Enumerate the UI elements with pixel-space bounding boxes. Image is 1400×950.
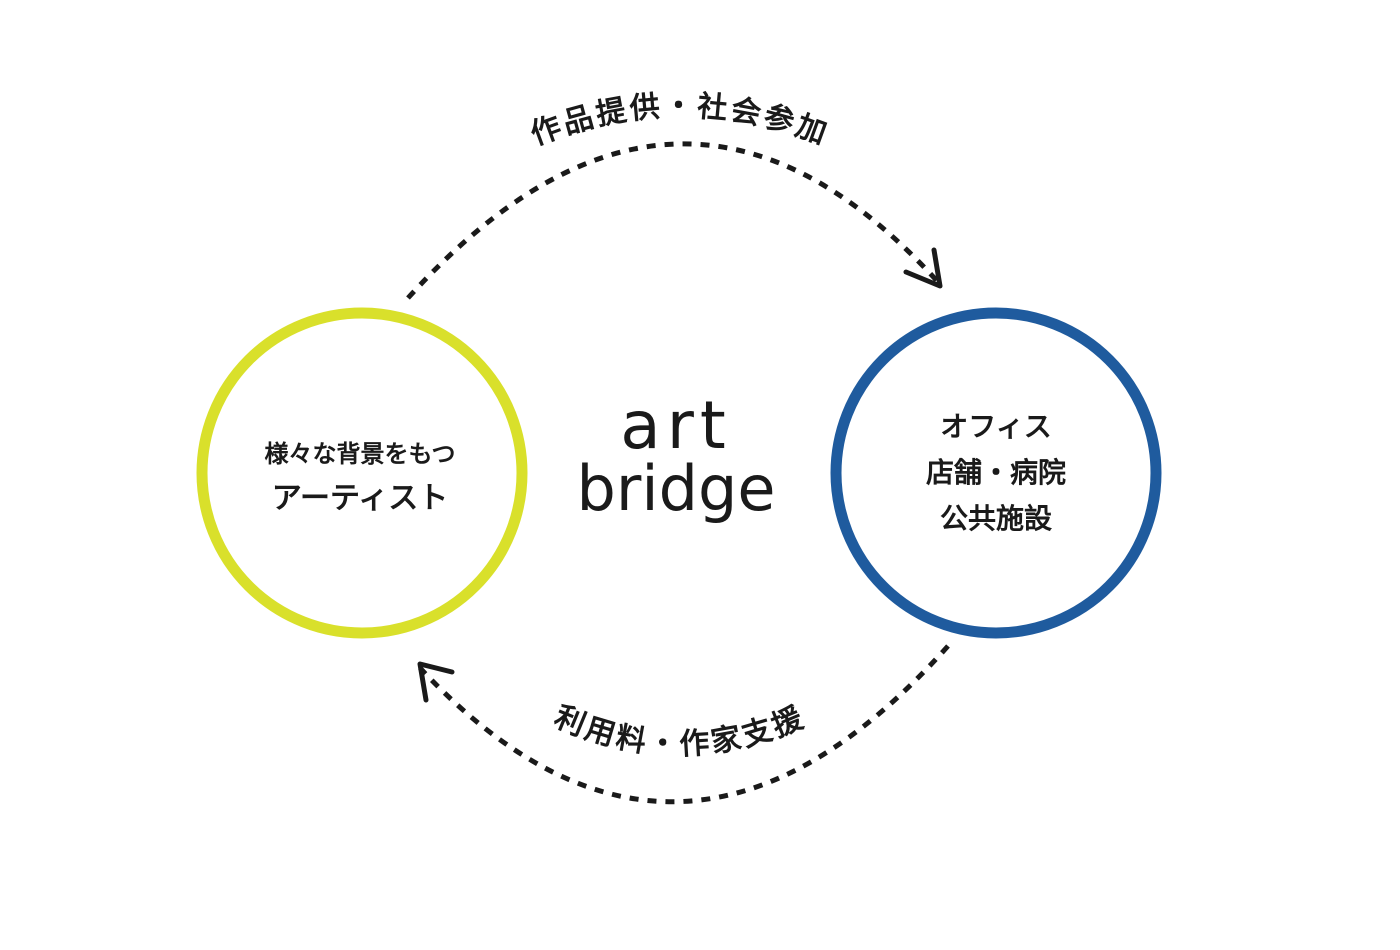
top-flow-arrowhead <box>903 247 943 289</box>
logo-word-art: art <box>620 387 731 464</box>
bottom-flow-arc <box>418 644 950 805</box>
facility-label-line3: 公共施設 <box>940 502 1053 535</box>
top-flow-arc <box>406 141 940 300</box>
facility-label-line1: オフィス <box>940 410 1051 443</box>
bottom-flow-arrowhead <box>417 661 455 703</box>
artist-ring <box>196 307 528 639</box>
facility-label-line2: 店舗・病院 <box>926 456 1066 489</box>
artist-label-line2: アーティスト <box>272 481 448 516</box>
art-bridge-logo: art bridge <box>577 387 776 525</box>
logo-word-bridge: bridge <box>577 452 776 525</box>
top-arc-label: 作品提供・社会参加 <box>526 89 834 153</box>
bottom-arc-label: 利用料・作家支援 <box>549 700 810 763</box>
facility-ring <box>830 307 1162 639</box>
artist-label-line1: 様々な背景をもつ <box>264 440 455 468</box>
